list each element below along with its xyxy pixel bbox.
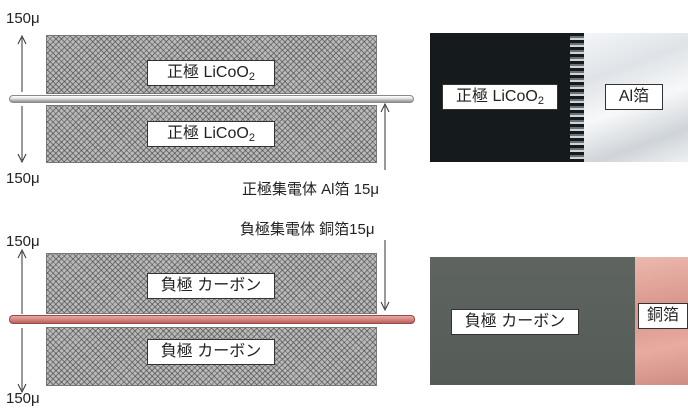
negative-cu-foil [9,315,415,324]
photo-positive-coat-label: 正極 LiCoO2 [442,84,558,110]
negative-thickness-top-label: 150μ [6,233,40,250]
photo-al-foil-label: Al箔 [605,84,663,110]
positive-coating-top-label: 正極 LiCoO2 [147,60,275,86]
negative-thickness-bottom-label: 150μ [6,390,40,407]
positive-al-foil [9,95,414,103]
negative-collector-arrow [380,240,390,312]
photo-al-foil-edge [570,33,584,162]
negative-coating-bottom-label: 負極 カーボン [147,339,275,365]
positive-thickness-bottom-label: 150μ [6,170,40,187]
negative-collector-caption: 負極集電体 銅箔15μ [240,221,375,238]
positive-thickness-top-label: 150μ [6,10,40,27]
positive-collector-caption: 正極集電体 Al箔 15μ [242,181,380,198]
photo-negative-coat-label: 負極 カーボン [451,309,579,335]
negative-coating-top-label: 負極 カーボン [147,273,275,299]
positive-collector-arrow [380,102,390,170]
negative-dimension-arrows [17,248,27,394]
positive-coating-bottom-label: 正極 LiCoO2 [147,121,275,147]
photo-cu-foil-label: 銅箔 [638,303,688,329]
positive-dimension-arrows [17,34,27,164]
